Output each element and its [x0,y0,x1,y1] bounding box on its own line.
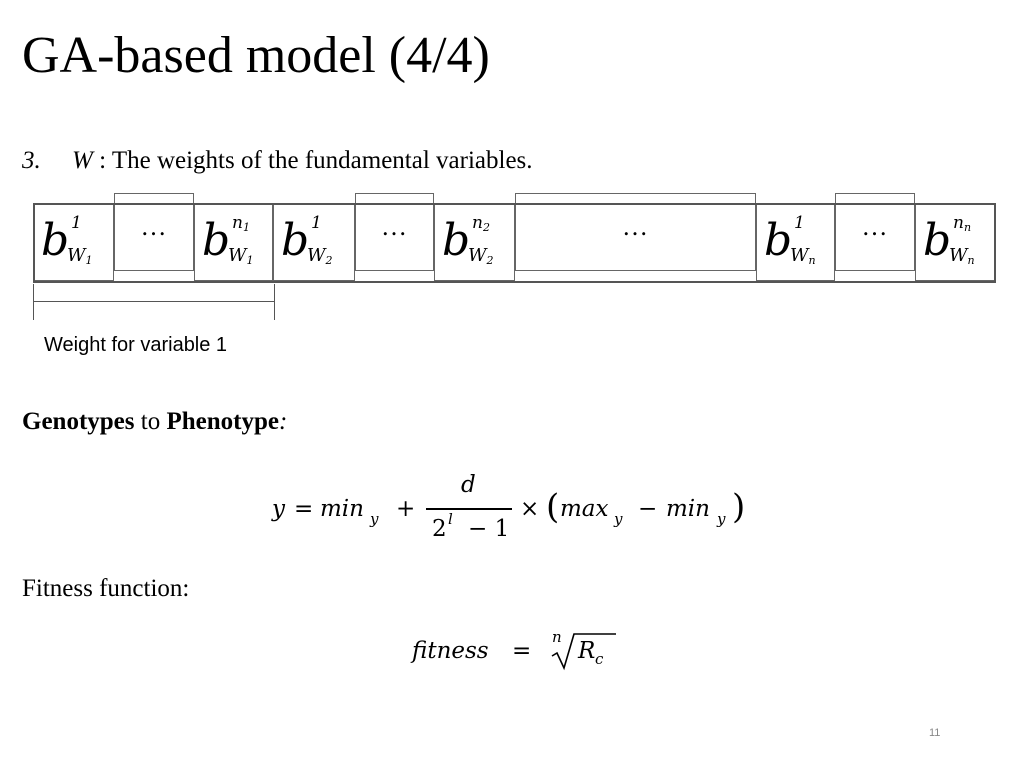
ellipsis-text: … [381,212,408,241]
ellipsis-text: … [861,212,889,241]
f1-max: max [560,496,609,522]
f1-min-sub: y [370,510,379,528]
bracket-right [274,284,275,320]
slide-title: GA-based model (4/4) [22,27,490,84]
f1-lparen: ( [546,487,560,527]
bracket-label: Weight for variable 1 [44,334,228,356]
chromosome-cell: … [114,193,194,271]
f1-plus: + [396,496,416,522]
f1-numerator: d [461,472,476,498]
gene-sub-index: n [808,254,816,267]
gene-superscript: n2 [472,213,490,234]
point-text: : The weights of the fundamental variabl… [92,147,533,174]
gene-sup-index: n [963,221,972,234]
fraction-bar [426,508,512,510]
fitness-formula: fitness = n R c [412,628,632,676]
gene-sub-var: W [949,245,968,266]
chromosome-cell: … [355,193,434,271]
phenotype-formula: y = min y + d 2 l − 1 × ( max y − min y … [272,468,772,548]
gene-sup-index: 1 [242,221,250,234]
gene-sup-var: n [232,213,243,233]
gene-subscript: Wn [949,245,975,267]
gene-sub-var: W [228,245,247,266]
f1-minus: − [638,496,658,522]
gene-sub-index: 2 [325,254,333,267]
f1-min2: min [666,496,710,522]
f2-root-index: n [552,628,562,646]
gene-sub-index: 2 [486,254,494,267]
genotype-word: Genotypes [22,408,135,435]
f1-times: × [520,496,540,522]
gene-base: b [764,215,793,266]
gene-superscript: n1 [232,213,250,234]
chromosome-cell: … [835,193,915,271]
f2-lhs: fitness [412,638,489,664]
gene-sup-var: n [953,213,964,233]
f2-radicand: R [578,638,596,664]
gene-superscript: 1 [71,213,82,233]
genotype-colon: : [278,408,288,435]
gene-subscript: Wn [790,245,816,267]
gene-sup-var: n [472,213,483,233]
gene-sub-var: W [67,245,86,266]
genotype-connector: to [134,408,167,435]
f1-eq: = [294,496,314,522]
gene-subscript: W1 [228,245,254,267]
gene-sub-var: W [790,245,809,266]
gene-superscript: 1 [794,213,805,233]
f1-den-rest: − 1 [468,516,510,542]
gene-base: b [923,215,952,266]
f1-min2-sub: y [717,510,726,528]
gene-sub-var: W [307,245,326,266]
f1-den-exp: l [448,510,453,528]
f1-den-base: 2 [432,516,447,542]
ellipsis-text: … [622,212,649,241]
fitness-label: Fitness function: [22,575,190,602]
genotype-heading: Genotypes to Phenotype: [22,408,287,436]
chromosome-cell: … [515,193,756,271]
point-3: 3. W : The weights of the fundamental var… [22,146,533,176]
f1-rparen: ) [732,487,746,527]
gene-base: b [281,215,310,266]
bracket-left [33,284,34,320]
gene-sup-index: 2 [482,221,490,234]
gene-sub-var: W [468,245,487,266]
gene-sub-index: 1 [246,254,254,267]
gene-base: b [442,215,471,266]
gene-subscript: W1 [67,245,93,267]
gene-superscript: nn [953,213,972,234]
gene-base: b [41,215,70,266]
gene-subscript: W2 [468,245,494,267]
ellipsis-text: … [140,212,168,241]
phenotype-word: Phenotype [166,408,279,435]
f1-max-sub: y [614,510,623,528]
point-symbol: W [72,147,93,174]
bracket-top [33,301,274,302]
f2-eq: = [512,638,532,664]
gene-sub-index: 1 [85,254,93,267]
gene-superscript: 1 [311,213,322,233]
f1-y: y [272,496,285,522]
f1-min: min [320,496,364,522]
radical-sign-icon [551,633,616,671]
page-number: 11 [929,727,941,739]
gene-subscript: W2 [307,245,333,267]
gene-sub-index: n [967,254,975,267]
gene-base: b [202,215,231,266]
f2-radicand-sub: c [595,650,604,668]
point-number: 3. [22,147,41,174]
